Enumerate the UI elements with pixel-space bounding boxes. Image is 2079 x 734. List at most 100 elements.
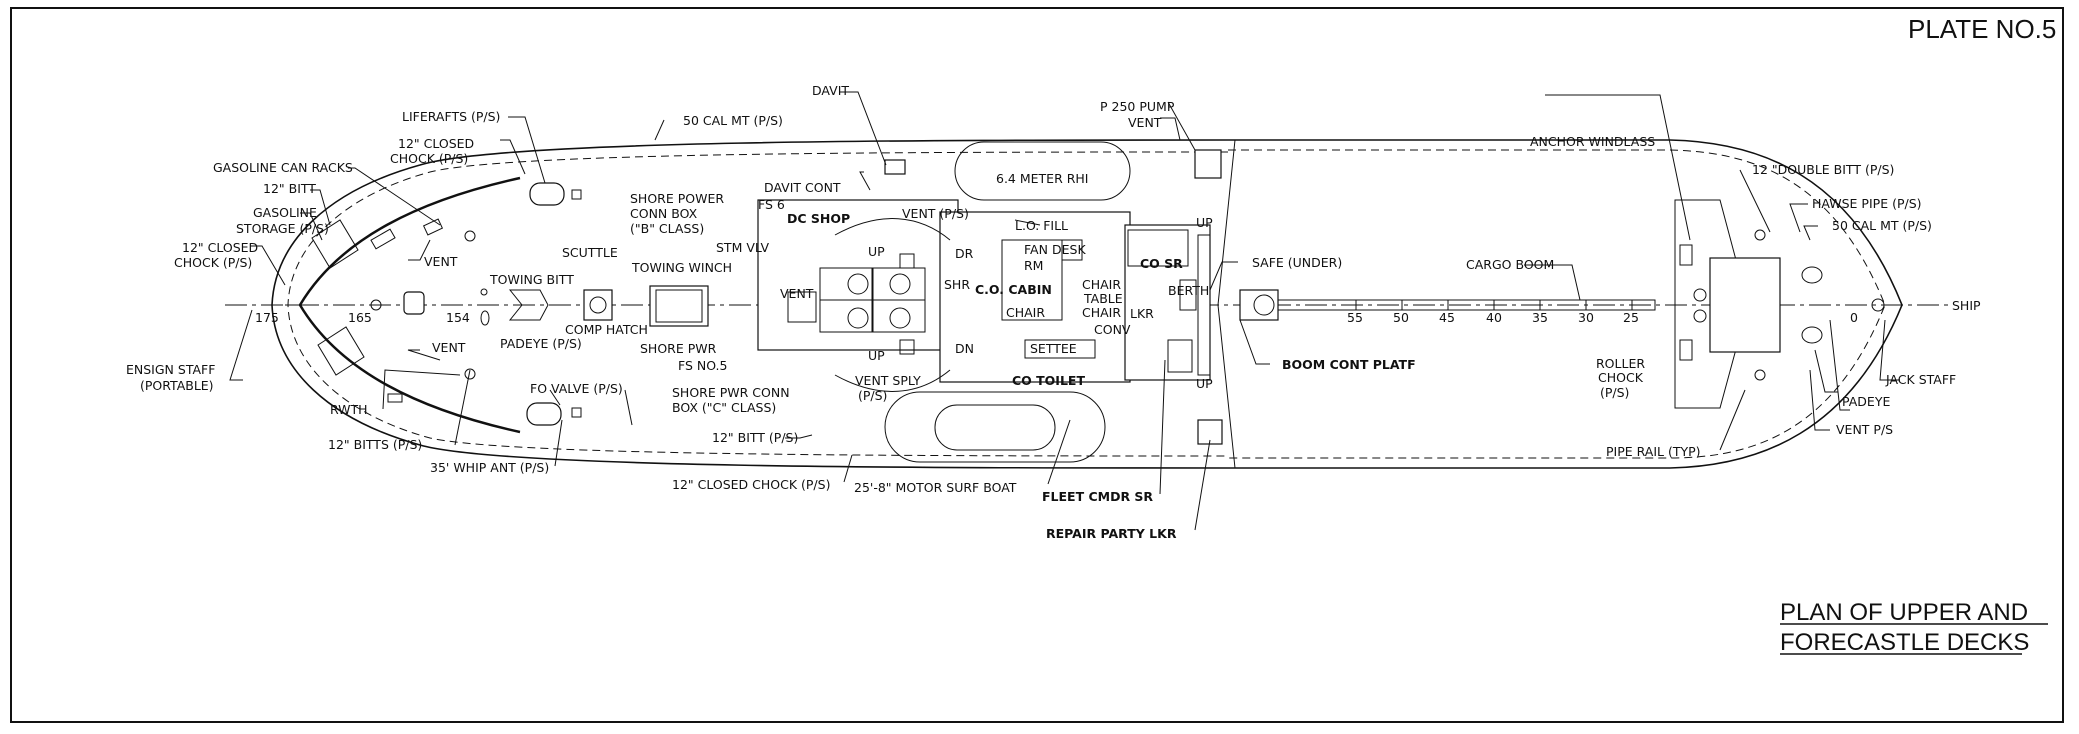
label-davit-cont: DAVIT CONT: [764, 180, 841, 195]
label-pipe-rail: PIPE RAIL (TYP): [1606, 444, 1701, 459]
label-50cal-fwd: 50 CAL MT (P/S): [1832, 218, 1932, 233]
label-dc-shop: DC SHOP: [787, 211, 850, 226]
svg-text:35: 35: [1532, 310, 1548, 325]
svg-text:0: 0: [1850, 310, 1858, 325]
label-closed-chock-aft-2: CHOCK (P/S): [174, 255, 252, 270]
label-padeye-fwd: PADEYE: [1842, 394, 1890, 409]
label-co-toilet: CO TOILET: [1012, 373, 1085, 388]
aft-equipment: [311, 182, 709, 426]
label-50cal-aft: 50 CAL MT (P/S): [683, 113, 783, 128]
label-stm-vlv: STM VLV: [716, 240, 769, 255]
label-settee: SETTEE: [1030, 341, 1077, 356]
label-vent-p250: VENT: [1128, 115, 1162, 130]
label-chair-2: CHAIR: [1006, 305, 1045, 320]
label-closed-chock-1: 12" CLOSED: [398, 136, 474, 151]
label-motor-surf-boat: 25'-8" MOTOR SURF BOAT: [854, 480, 1017, 495]
label-vent-ps-2: VENT P/S: [1836, 422, 1893, 437]
label-shore-power-3: ("B" CLASS): [630, 221, 704, 236]
label-gasoline-storage-2: STORAGE (P/S): [236, 221, 329, 236]
label-shore-pwr: SHORE PWR: [640, 341, 717, 356]
label-roller-chock-2: CHOCK: [1598, 370, 1644, 385]
label-rm: RM: [1024, 258, 1043, 273]
svg-text:40: 40: [1486, 310, 1502, 325]
label-vent-box: VENT: [780, 286, 814, 301]
label-towing-winch: TOWING WINCH: [631, 260, 732, 275]
label-up-1: UP: [868, 244, 885, 259]
drawing-title-line1: PLAN OF UPPER AND: [1780, 599, 2028, 626]
label-liferafts: LIFERAFTS (P/S): [402, 109, 500, 124]
label-fan: FAN: [1024, 242, 1048, 257]
label-p250-pump: P 250 PUMP: [1100, 99, 1175, 114]
label-shore-pwr-conn-1: SHORE PWR CONN: [672, 385, 790, 400]
label-boom-cont-platf: BOOM CONT PLATF: [1282, 357, 1416, 372]
label-shore-power-2: CONN BOX: [630, 206, 698, 221]
leader-lines: [229, 91, 1900, 531]
label-fs6: FS 6: [758, 197, 785, 212]
label-fs5: FS NO.5: [678, 358, 728, 373]
label-anchor-windlass: ANCHOR WINDLASS: [1530, 134, 1655, 149]
label-towing-bitt: TOWING BITT: [489, 272, 574, 287]
label-chair-1: CHAIR: [1082, 277, 1121, 292]
label-lo-fill: L.O. FILL: [1015, 218, 1068, 233]
label-safe-under: SAFE (UNDER): [1252, 255, 1342, 270]
label-double-bitt: 12 "DOUBLE BITT (P/S): [1752, 162, 1894, 177]
svg-text:25: 25: [1623, 310, 1639, 325]
label-whip-ant: 35' WHIP ANT (P/S): [430, 460, 549, 475]
label-comp-hatch: COMP HATCH: [565, 322, 648, 337]
label-closed-chock-low: 12" CLOSED CHOCK (P/S): [672, 477, 830, 492]
label-fleet-cmdr-sr: FLEET CMDR SR: [1042, 489, 1153, 504]
label-dn: DN: [955, 341, 974, 356]
label-ensign-staff-2: (PORTABLE): [140, 378, 214, 393]
plate-number: PLATE NO.5: [1908, 14, 2056, 44]
label-scuttle: SCUTTLE: [562, 245, 618, 260]
label-table: TABLE: [1083, 291, 1123, 306]
label-up-4: UP: [1196, 376, 1213, 391]
label-repair-party-lkr: REPAIR PARTY LKR: [1046, 526, 1177, 541]
label-vent-ps: VENT (P/S): [902, 206, 969, 221]
label-roller-chock-1: ROLLER: [1596, 356, 1645, 371]
label-roller-chock-3: (P/S): [1600, 385, 1629, 400]
label-hawse-pipe: HAWSE PIPE (P/S): [1812, 196, 1922, 211]
svg-text:175: 175: [255, 310, 279, 325]
label-vent-upper: VENT: [424, 254, 458, 269]
label-fo-valve: FO VALVE (P/S): [530, 381, 623, 396]
drawing-frame: [10, 7, 2064, 723]
drawing-title-line2: FORECASTLE DECKS: [1780, 629, 2029, 656]
label-chair-3: CHAIR: [1082, 305, 1121, 320]
label-desk: DESK: [1052, 242, 1086, 257]
svg-text:165: 165: [348, 310, 372, 325]
bow-equipment: [1679, 229, 1885, 381]
label-davit: DAVIT: [812, 83, 849, 98]
svg-text:30: 30: [1578, 310, 1594, 325]
label-12-bitt-ps: 12" BITT (P/S): [712, 430, 798, 445]
label-rhi: 6.4 METER RHI: [996, 171, 1089, 186]
label-12-bitts: 12" BITTS (P/S): [328, 437, 422, 452]
label-conv: CONV: [1094, 322, 1131, 337]
labels: LIFERAFTS (P/S) 50 CAL MT (P/S) DAVIT 12…: [126, 83, 1981, 541]
label-jack-staff: JACK STAFF: [1885, 372, 1956, 387]
label-vent-lower: VENT: [432, 340, 466, 355]
label-gasoline-storage-1: GASOLINE: [253, 205, 317, 220]
label-closed-chock-2: CHOCK (P/S): [390, 151, 468, 166]
svg-text:50: 50: [1393, 310, 1409, 325]
label-vent-sply-1: VENT SPLY: [855, 373, 921, 388]
label-up-2: UP: [868, 348, 885, 363]
label-cargo-boom: CARGO BOOM: [1466, 257, 1554, 272]
svg-text:55: 55: [1347, 310, 1363, 325]
label-berth: BERTH: [1168, 283, 1209, 298]
label-ensign-staff-1: ENSIGN STAFF: [126, 362, 215, 377]
label-up-3: UP: [1196, 215, 1213, 230]
label-dr: DR: [955, 246, 974, 261]
label-shore-power-1: SHORE POWER: [630, 191, 724, 206]
label-co-sr: CO SR: [1140, 256, 1183, 271]
label-shore-pwr-conn-2: BOX ("C" CLASS): [672, 400, 776, 415]
label-gasoline-racks: GASOLINE CAN RACKS: [213, 160, 353, 175]
label-co-cabin: C.O. CABIN: [975, 282, 1052, 297]
label-12-bitt: 12" BITT: [263, 181, 316, 196]
label-vent-sply-2: (P/S): [858, 388, 887, 403]
label-closed-chock-aft-1: 12" CLOSED: [182, 240, 258, 255]
label-rwth: RWTH: [330, 402, 368, 417]
svg-text:154: 154: [446, 310, 470, 325]
superstructure: [757, 141, 1279, 463]
